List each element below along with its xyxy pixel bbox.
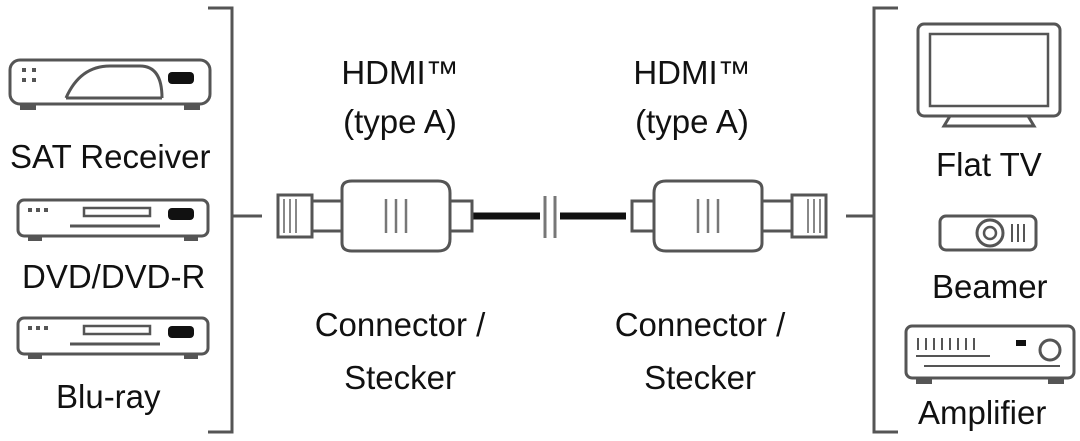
right-plug-type-line2: (type A) [635, 103, 749, 140]
left-plug-caption-line2: Stecker [344, 359, 456, 396]
left-plug-caption-line1: Connector / [315, 306, 486, 343]
left-plug-type-line1: HDMI™ [341, 54, 458, 91]
source-label-sat-receiver: SAT Receiver [10, 138, 211, 175]
right-plug-type-line1: HDMI™ [633, 54, 750, 91]
left-plug-type-line2: (type A) [343, 103, 457, 140]
left-hdmi-plug-icon [276, 179, 474, 253]
sinks-bracket [872, 6, 898, 434]
right-hdmi-plug-icon [630, 179, 828, 253]
sat-receiver-icon [8, 58, 212, 110]
flat-tv-icon [916, 22, 1062, 128]
dvd-player-icon [16, 198, 210, 241]
sink-label-flat-tv: Flat TV [936, 146, 1042, 183]
amplifier-icon [904, 324, 1076, 384]
source-label-dvd: DVD/DVD-R [22, 258, 205, 295]
right-plug-caption-line2: Stecker [644, 359, 756, 396]
bluray-player-icon [16, 316, 210, 359]
sink-label-amplifier: Amplifier [918, 394, 1046, 431]
projector-icon [938, 214, 1038, 252]
sources-bracket [208, 6, 234, 434]
cable-break [540, 196, 560, 238]
hdmi-cable [276, 179, 828, 253]
sink-label-beamer: Beamer [932, 268, 1048, 305]
source-label-bluray: Blu-ray [56, 378, 161, 415]
right-plug-caption-line1: Connector / [615, 306, 786, 343]
